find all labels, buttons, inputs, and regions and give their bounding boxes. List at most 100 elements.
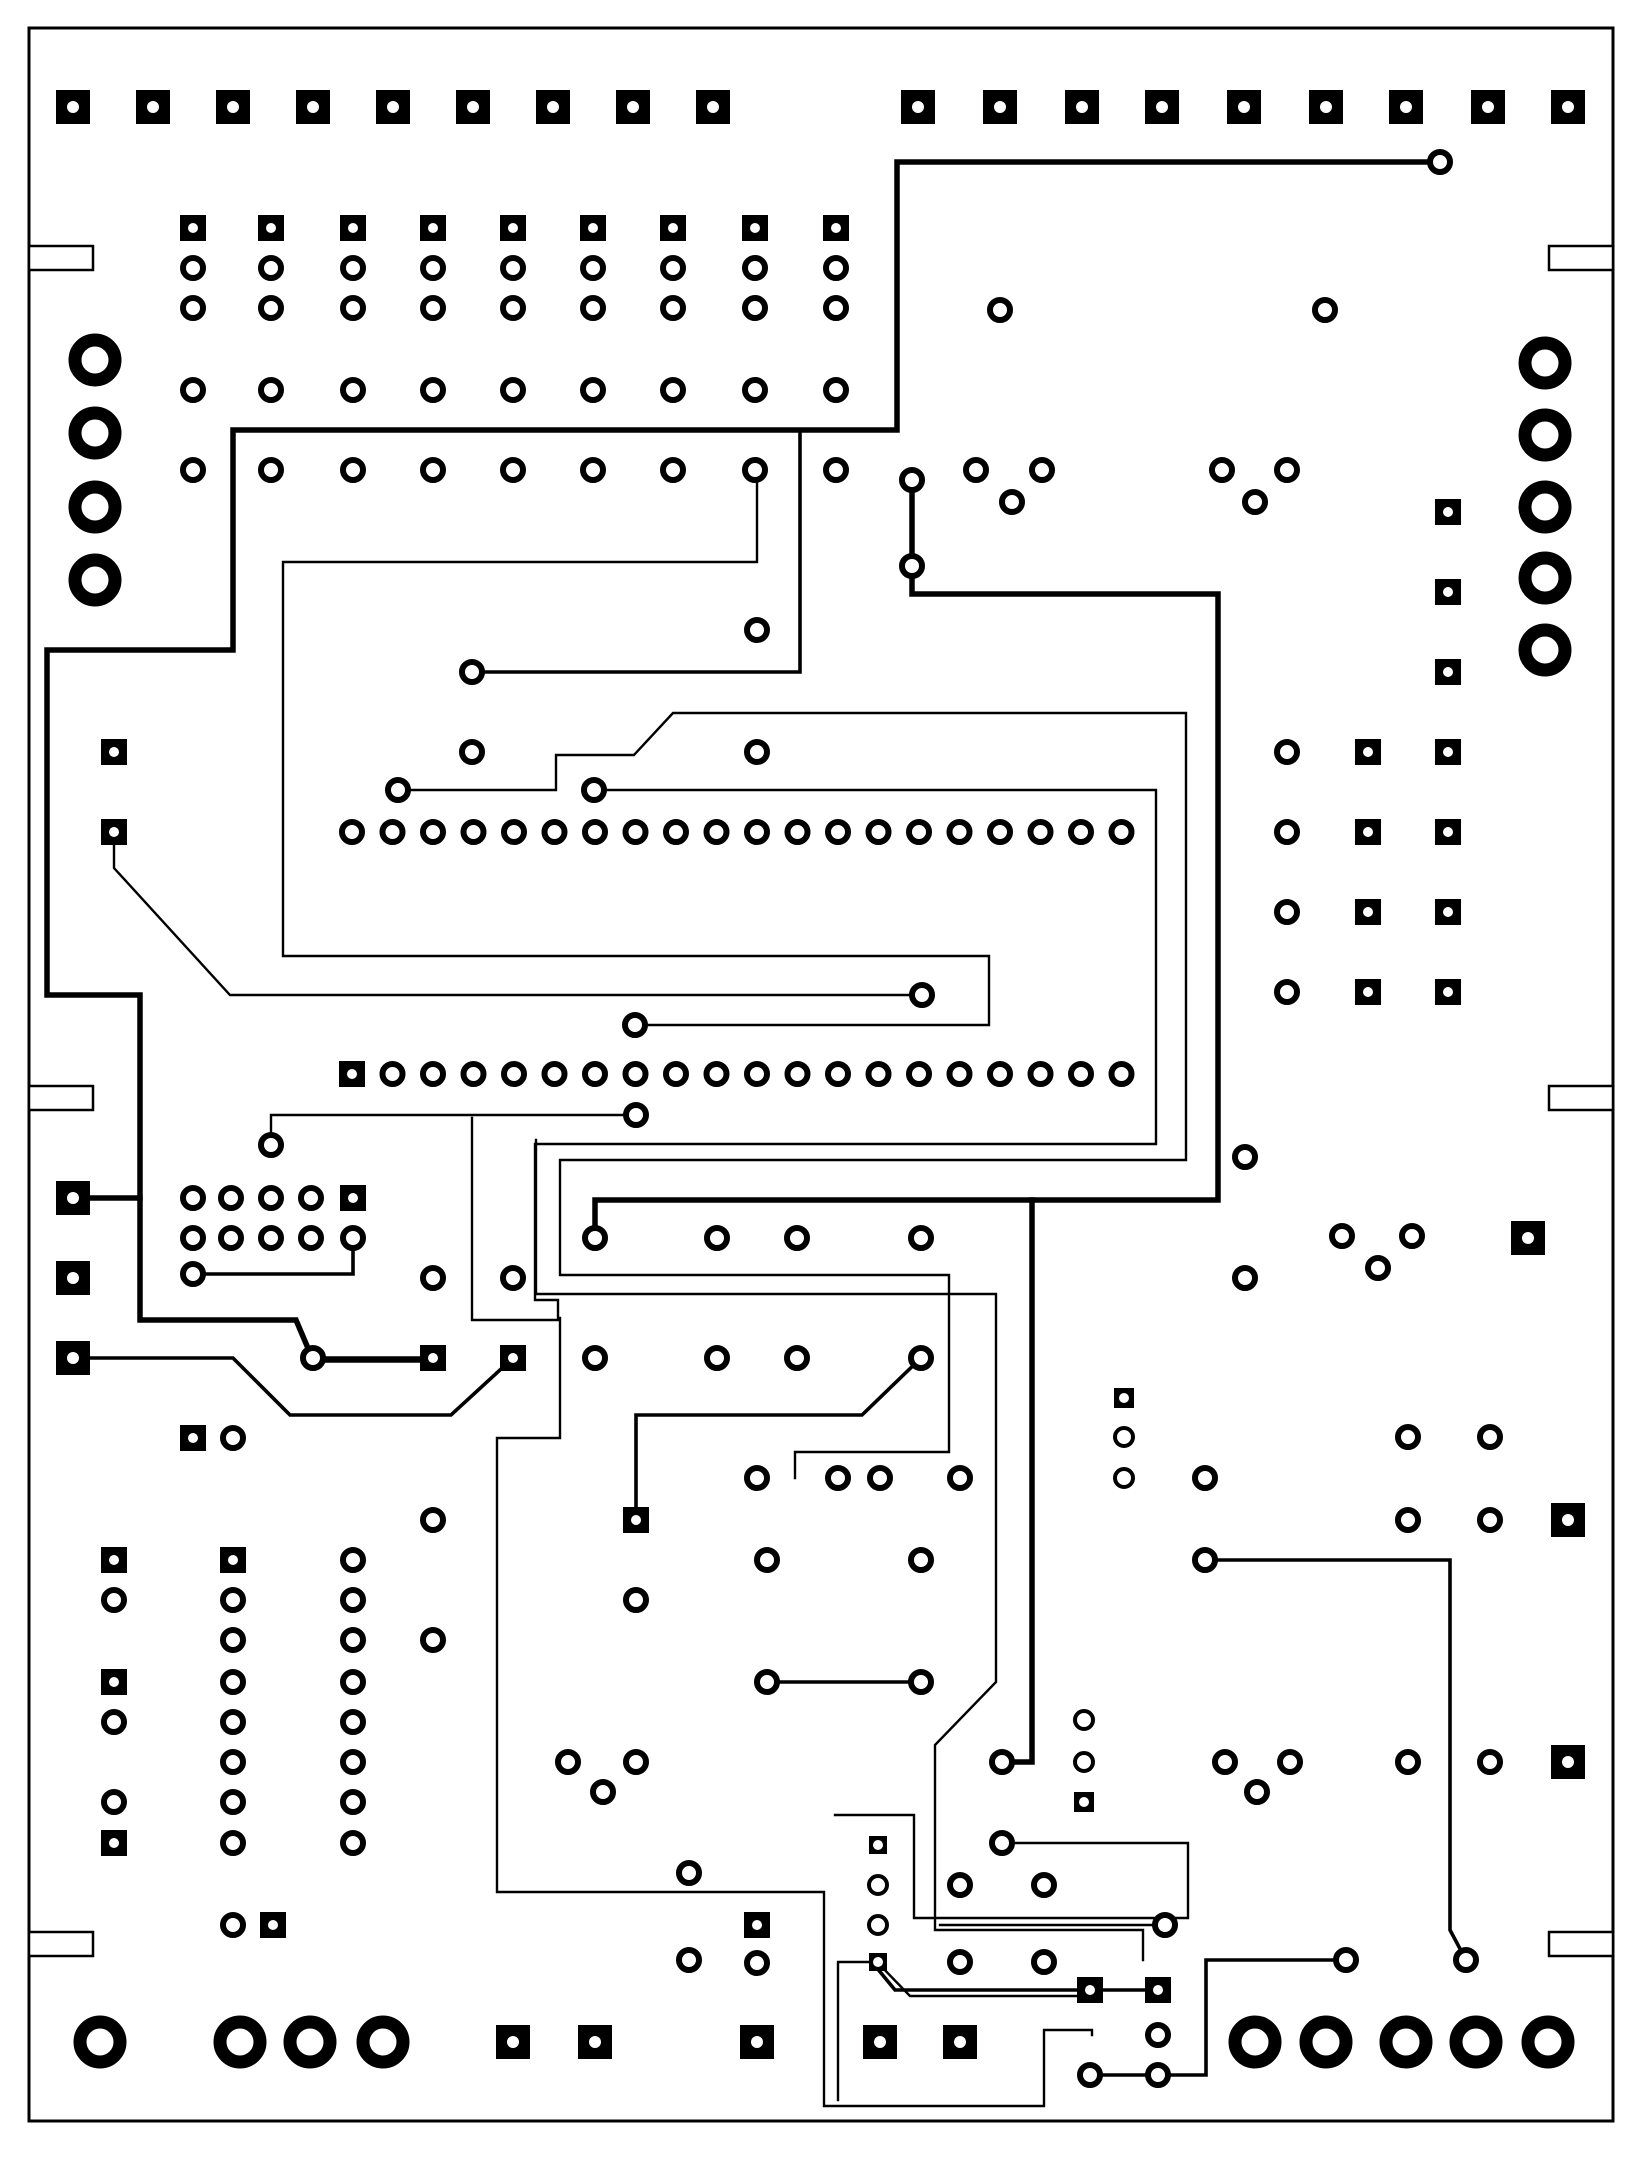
round-pad [220,1830,246,1856]
column-square-pad [180,215,206,241]
connector-pad-top [696,90,730,124]
round-pad [947,1872,973,1898]
round-pad [340,1709,366,1735]
round-pad [1329,1223,1355,1249]
traces [44,159,1469,2108]
mounting-hole [1518,408,1572,462]
ic-pin [906,819,932,845]
ic-pin [420,1061,446,1087]
round-pad [660,295,686,321]
square-pad [1145,1977,1171,2003]
round-pad [258,377,284,403]
round-pad [180,1261,206,1287]
square-pad [260,1912,286,1938]
round-pad [459,659,485,685]
round-pad [420,377,446,403]
via [899,467,925,493]
round-pad [1312,297,1338,323]
round-pad [420,457,446,483]
round-pad [1113,1426,1135,1448]
mounting-hole [1518,480,1572,534]
round-pad [258,1225,284,1251]
square-pad [101,1547,127,1573]
round-pad [356,2015,410,2069]
ic-pin [744,1061,770,1087]
ic-pin [622,1061,649,1087]
indicator-pad [1435,579,1461,605]
led-pad [1355,899,1381,925]
round-pad [1232,1265,1258,1291]
round-pad [1244,1779,1270,1805]
connector-pad-top [901,90,935,124]
round-pad [908,1669,934,1695]
ic-pin [1027,819,1054,845]
column-square-pad [742,215,768,241]
round-pad [947,1949,973,1975]
ic-pin [339,819,365,845]
round-pad [220,1749,246,1775]
ic-pin [1027,1061,1054,1087]
round-pad [180,377,206,403]
round-pad [1242,489,1268,515]
round-pad [623,1749,649,1775]
ic-pin [622,819,649,845]
round-pad [823,377,849,403]
ic-pin [946,819,973,845]
column-square-pad [420,215,446,241]
led-pad [1355,979,1381,1005]
round-pad [582,1225,608,1251]
round-pad [180,1225,206,1251]
round-pad [180,1185,206,1211]
round-pad [1152,1912,1178,1938]
round-pad [298,1225,324,1251]
round-pad [908,1225,934,1251]
round-pad [1453,1947,1479,1973]
round-pad [340,1830,366,1856]
mounting-hole [68,333,122,387]
square-pad [869,1836,887,1854]
ic-pin [420,819,446,845]
round-pad [1192,1465,1218,1491]
round-pad [742,295,768,321]
round-pad [704,1225,730,1251]
ic-pin [703,819,730,845]
column-square-pad [340,215,366,241]
round-pad [283,2015,337,2069]
square-pad [863,2025,897,2059]
column-square-pad [580,215,606,241]
square-pad [578,2025,612,2059]
round-pad [340,1547,366,1573]
round-pad [340,377,366,403]
ic-pin [501,819,527,845]
connector-pad-top [1551,90,1585,124]
ic-pin [703,1061,730,1087]
ic-pin [582,1061,608,1087]
round-pad [580,457,606,483]
square-pad [1077,1977,1103,2003]
round-pad [340,255,366,281]
round-pad [742,255,768,281]
round-pad [220,1425,246,1451]
via [899,553,925,579]
mounting-hole [68,553,122,607]
ic-pin [541,1061,568,1087]
round-pad [744,1950,770,1976]
round-pad [1228,2015,1282,2069]
ic-pin [865,1061,892,1087]
round-pad [180,457,206,483]
round-pad [220,1627,246,1653]
small-square-pad [1074,1792,1094,1812]
square-pad [500,1345,526,1371]
round-pad [258,1185,284,1211]
round-pad [420,295,446,321]
connector-pad-top [1309,90,1343,124]
ic-pin [541,819,568,845]
round-pad [1073,1751,1095,1773]
round-pad [298,1185,324,1211]
connector-pad-top [216,90,250,124]
ic-pin [501,1061,527,1087]
ic-pin [1108,1061,1135,1087]
round-pad [660,457,686,483]
round-pad [220,1789,246,1815]
round-pad [1395,1424,1421,1450]
